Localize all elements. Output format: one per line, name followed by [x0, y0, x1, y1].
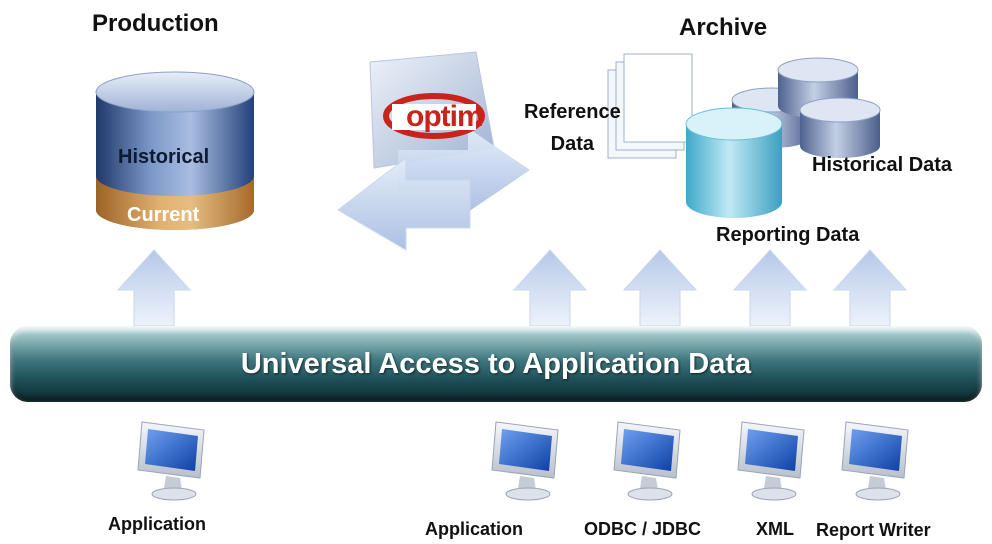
client-label-xml: XML: [756, 519, 794, 539]
up-arrow: [622, 249, 698, 327]
production-database: [95, 71, 255, 230]
monitor-icon: [737, 421, 805, 501]
universal-access-banner: Universal Access to Application Data: [10, 326, 982, 402]
optim-logo: optim: [406, 100, 484, 133]
up-arrow: [832, 249, 908, 327]
reporting-data-label: Reporting Data: [716, 224, 860, 246]
client-label-report-writer: Report Writer: [816, 520, 931, 540]
historical-data-label: Historical Data: [812, 154, 953, 176]
monitor-icon: [841, 421, 909, 501]
monitor-icon: [613, 421, 681, 501]
up-arrow: [512, 249, 588, 327]
banner-title: Universal Access to Application Data: [240, 348, 752, 380]
production-heading: Production: [92, 10, 219, 37]
optim-transfer-graphic: [337, 51, 530, 251]
up-arrow: [732, 249, 808, 327]
client-label-application-2: Application: [425, 519, 523, 539]
monitor-icon: [491, 421, 559, 501]
current-label: Current: [127, 204, 200, 226]
client-label-odbc-jdbc: ODBC / JDBC: [584, 519, 702, 539]
reporting-data-cylinder: [685, 107, 783, 218]
monitor-icon: [137, 421, 205, 501]
reference-documents: [607, 53, 693, 159]
archive-heading: Archive: [679, 14, 768, 41]
historical-label: Historical: [118, 146, 210, 168]
reference-data-label: Reference Data: [524, 101, 621, 155]
up-arrow: [116, 249, 192, 327]
client-label-application: Application: [108, 514, 206, 534]
